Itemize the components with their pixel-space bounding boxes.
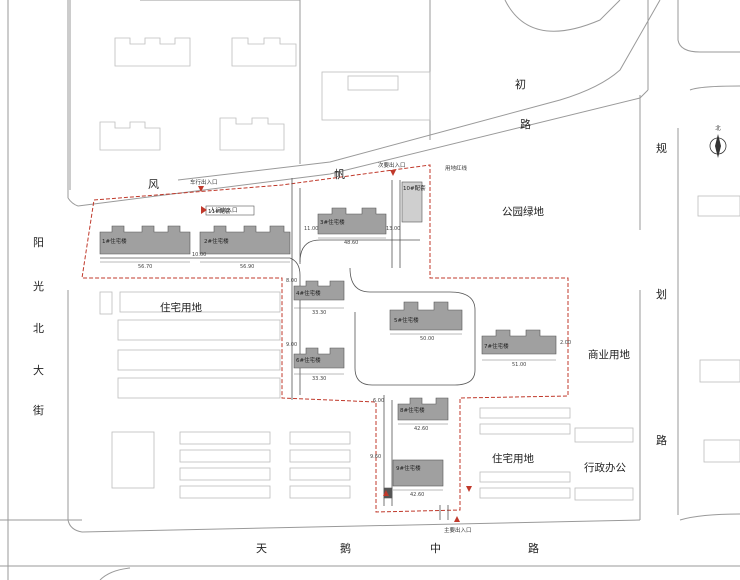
main-entry-marker — [454, 516, 460, 522]
dimension-lines — [100, 237, 556, 491]
building-3 — [317, 207, 387, 235]
building-label-7: 7#住宅楼 — [484, 342, 509, 350]
dim-1: 56.70 — [138, 264, 152, 270]
building-9 — [392, 459, 444, 487]
car-entry-label: 车行出入口 — [190, 178, 218, 186]
secondary-entry-marker — [390, 170, 396, 176]
dim-13: 8.00 — [286, 278, 297, 284]
building-label-2: 2#住宅楼 — [204, 237, 229, 245]
road-label-left-4: 大 — [33, 363, 44, 377]
zone-admin: 行政办公 — [584, 461, 626, 474]
entrance-labels: 车行出入口 人行出入口 次要出入口 主要出入口 用地红线 — [190, 161, 472, 534]
dim-12: 13.00 — [386, 226, 400, 232]
road-label-top-1: 初 — [515, 77, 526, 91]
building-label-3: 3#住宅楼 — [320, 218, 345, 226]
north-label: 北 — [715, 124, 721, 132]
main-entry-label: 主要出入口 — [444, 526, 472, 534]
secondary-entry-label: 次要出入口 — [378, 161, 406, 169]
redline-label: 用地红线 — [445, 164, 468, 172]
dim-6: 33.30 — [312, 376, 326, 382]
road-label-left-5: 街 — [33, 403, 44, 417]
road-label-right-1: 规 — [656, 141, 667, 155]
zone-residential-south: 住宅用地 — [492, 452, 534, 465]
building-8 — [397, 397, 449, 421]
north-arrow: 北 — [709, 124, 727, 158]
zone-labels: 公园绿地 住宅用地 商业用地 住宅用地 行政办公 — [160, 205, 630, 474]
dim-4: 33.30 — [312, 310, 326, 316]
building-7 — [481, 329, 557, 355]
dimension-labels: 56.70 56.90 48.60 33.30 50.00 33.30 51.0… — [138, 226, 571, 498]
road-label-mid-1: 风 — [148, 178, 159, 191]
dim-5: 50.00 — [420, 336, 434, 342]
building-label-11: 11#配套 — [208, 207, 231, 215]
building-label-4: 4#住宅楼 — [296, 289, 321, 297]
dim-8: 42.60 — [414, 426, 428, 432]
building-label-6: 6#住宅楼 — [296, 356, 321, 364]
road-label-bottom-3: 中 — [430, 542, 441, 555]
context-buildings — [99, 37, 740, 501]
building-10 — [401, 181, 423, 223]
road-labels: 初 路 风 帆 阳 光 北 大 街 规 划 路 天 鹅 中 路 — [33, 77, 667, 555]
road-label-right-2: 划 — [656, 288, 667, 301]
building-label-5: 5#住宅楼 — [394, 316, 419, 324]
ped-entry-marker — [201, 206, 207, 214]
dim-10: 10.00 — [192, 252, 206, 258]
dim-3: 48.60 — [344, 240, 358, 246]
road-label-left-2: 光 — [33, 279, 44, 293]
dim-11: 11.00 — [304, 226, 318, 232]
road-label-left-1: 阳 — [33, 236, 44, 249]
entrance-markers — [198, 170, 472, 522]
dim-16: 6.00 — [373, 398, 384, 404]
building-label-9: 9#住宅楼 — [396, 464, 421, 472]
site-buildings — [99, 181, 557, 499]
road-label-top-2: 路 — [520, 118, 531, 131]
dim-7: 51.00 — [512, 362, 526, 368]
road-label-bottom-2: 鹅 — [340, 541, 351, 555]
ped-entry-label: 人行出入口 — [210, 206, 238, 214]
building-5 — [389, 301, 463, 331]
road-label-left-3: 北 — [33, 322, 44, 335]
road-label-bottom-4: 路 — [528, 542, 539, 555]
building-6 — [293, 347, 345, 369]
car-entry-marker — [198, 186, 204, 192]
dim-15: 9.60 — [370, 454, 381, 460]
road-label-mid-2: 帆 — [334, 167, 345, 181]
road-label-right-3: 路 — [656, 434, 667, 447]
zone-park: 公园绿地 — [502, 205, 544, 218]
dim-17: 2.00 — [560, 340, 571, 346]
site-redline — [81, 164, 569, 513]
building-2 — [199, 225, 291, 255]
road-label-bottom-1: 天 — [256, 542, 267, 555]
building-labels: 1#住宅楼 2#住宅楼 3#住宅楼 4#住宅楼 5#住宅楼 6#住宅楼 7#住宅… — [102, 184, 509, 472]
zone-residential-west: 住宅用地 — [160, 301, 202, 314]
building-label-8: 8#住宅楼 — [400, 406, 425, 414]
dim-2: 56.90 — [240, 264, 254, 270]
building-label-1: 1#住宅楼 — [102, 237, 127, 245]
zone-commercial: 商业用地 — [588, 348, 630, 361]
site-roads — [100, 178, 476, 520]
dim-9: 42.60 — [410, 492, 424, 498]
building-label-10: 10#配套 — [403, 184, 426, 192]
dim-14: 9.00 — [286, 342, 297, 348]
building-4 — [293, 280, 345, 301]
building-1 — [99, 225, 191, 255]
